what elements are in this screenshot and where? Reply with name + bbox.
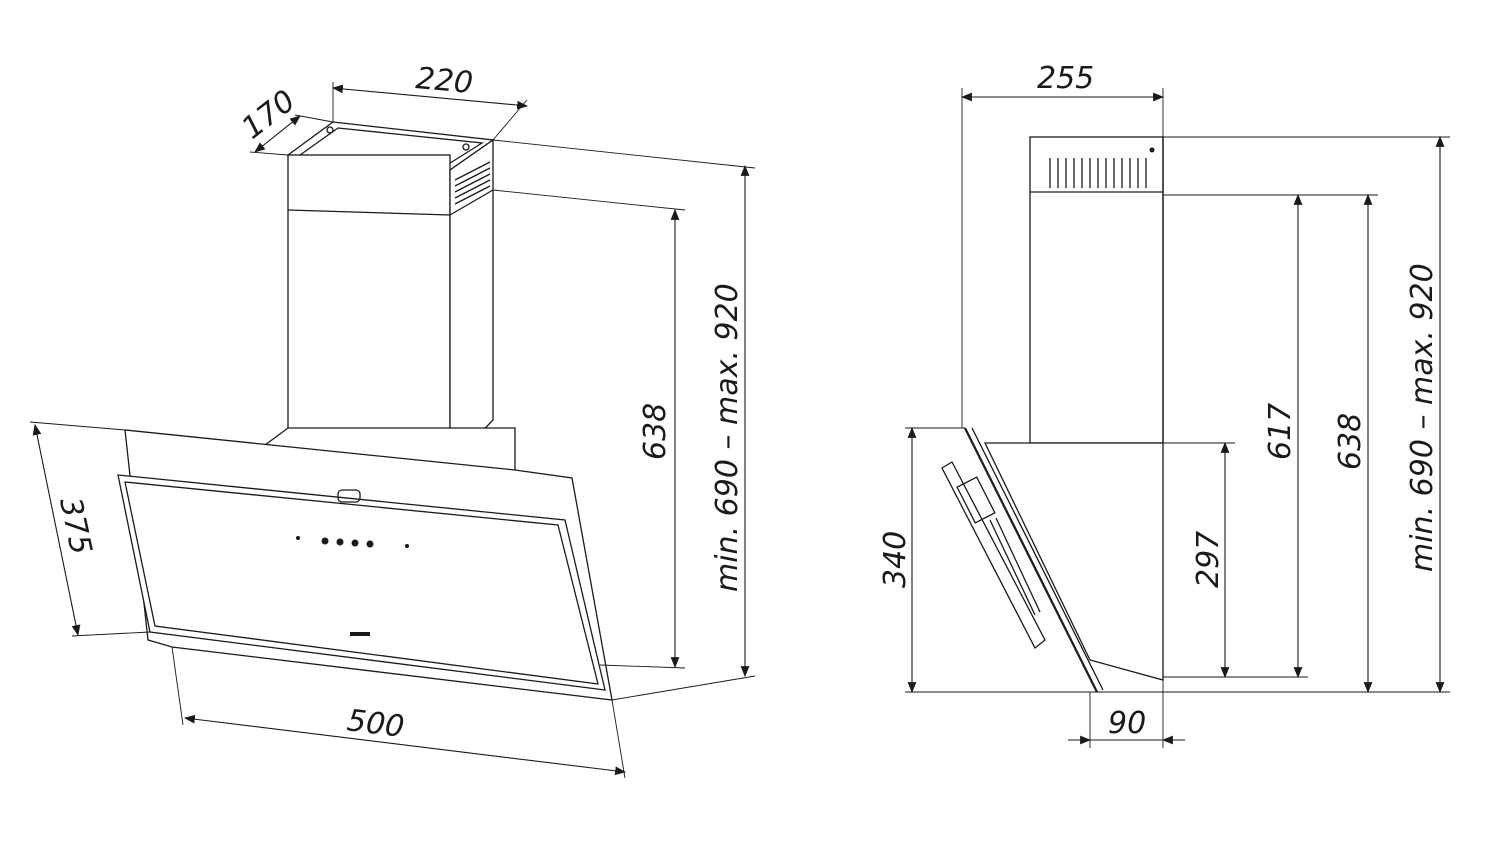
perspective-view: 220 170 638 min. 690 – max. 920 375 500 <box>29 61 756 779</box>
dim-side-depth: 255 <box>1037 61 1094 96</box>
side-chimney <box>1029 136 1164 444</box>
control-buttons <box>296 489 409 636</box>
dim-side-upper-height: 638 <box>1333 413 1368 470</box>
glass-panel-front <box>117 474 606 691</box>
side-mechanism <box>941 461 1046 650</box>
side-view: 255 340 297 617 638 min. 690 – max. 920 … <box>878 61 1450 748</box>
dim-chimney-depth: 170 <box>235 83 302 146</box>
side-glass-panel <box>964 427 1098 693</box>
dim-chimney-width: 220 <box>414 61 474 101</box>
dim-side-total-height-range: min. 690 – max. 920 <box>1405 263 1440 572</box>
dim-side-body-height: 297 <box>1191 531 1226 588</box>
dim-side-bottom-offset: 90 <box>1108 706 1146 741</box>
vent-grille <box>454 161 491 205</box>
dim-side-panel-height: 340 <box>878 531 913 588</box>
dim-side-chimney-height: 617 <box>1263 403 1298 460</box>
dim-panel-width: 500 <box>345 703 406 745</box>
chimney <box>286 121 495 467</box>
dim-chimney-height: 638 <box>638 403 673 460</box>
dim-panel-height: 375 <box>52 494 98 557</box>
side-vent-slots <box>1049 147 1155 188</box>
dim-total-height-range: min. 690 – max. 920 <box>710 283 745 592</box>
